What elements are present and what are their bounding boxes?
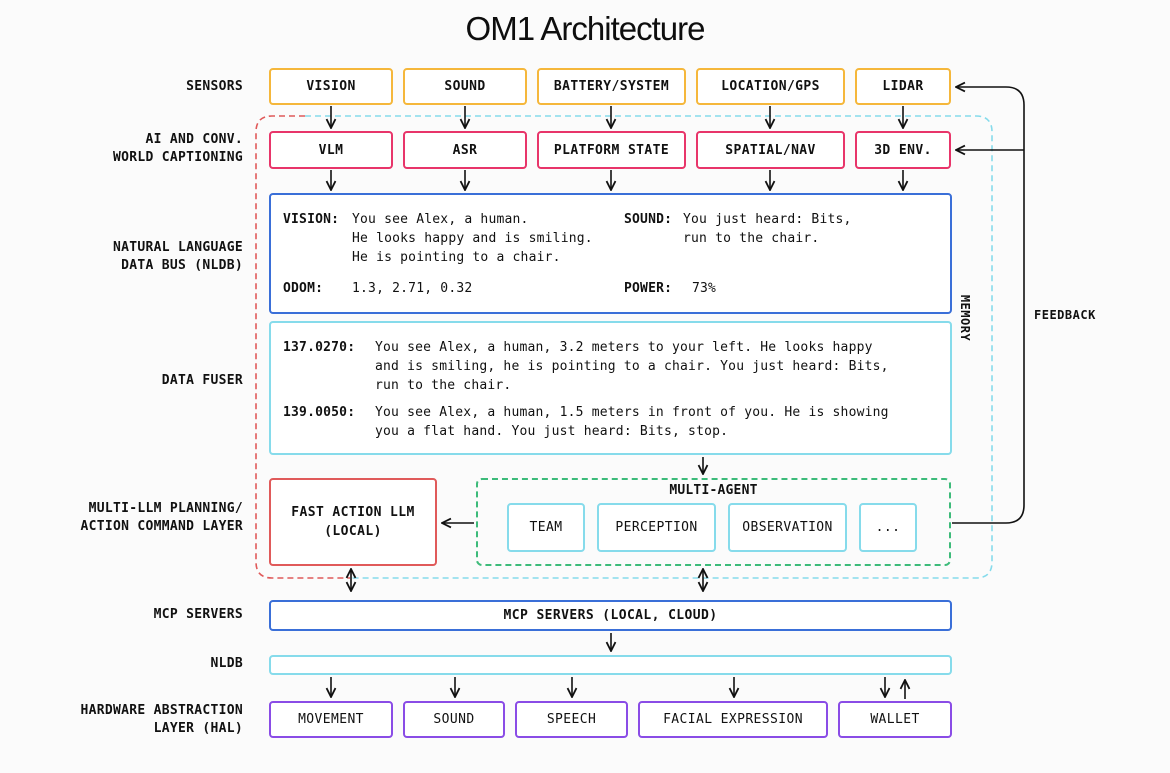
nldb-vision-line-1: You see Alex, a human. bbox=[352, 212, 529, 227]
fuser-entry-1-line-3: run to the chair. bbox=[375, 378, 512, 393]
layer-label-sensors: SENSORS bbox=[186, 79, 243, 94]
layer-label-mcp: MCP SERVERS bbox=[153, 607, 243, 622]
nldb-power-key: POWER: bbox=[624, 281, 673, 296]
fuser-entry-1-time: 137.0270: bbox=[283, 340, 356, 355]
sensor-lidar: LIDAR bbox=[855, 68, 951, 105]
layer-label-nldb: NLDB bbox=[210, 656, 243, 671]
sensor-sound: SOUND bbox=[403, 68, 527, 105]
nldb-odom-value: 1.3, 2.71, 0.32 bbox=[352, 281, 473, 296]
feedback-loop bbox=[952, 87, 1025, 524]
nldb-vision-line-3: He is pointing to a chair. bbox=[352, 250, 561, 265]
caption-asr: ASR bbox=[403, 131, 527, 169]
caption-3d-env: 3D ENV. bbox=[855, 131, 951, 169]
sensor-location-gps: LOCATION/GPS bbox=[696, 68, 845, 105]
layer-label-planning: MULTI-LLM PLANNING/ ACTION COMMAND LAYER bbox=[80, 501, 243, 534]
layer-label-ai-captioning: AI AND CONV. WORLD CAPTIONING bbox=[112, 132, 243, 165]
caption-vlm: VLM bbox=[269, 131, 393, 169]
nldb-bus-box bbox=[269, 193, 952, 314]
hal-sound: SOUND bbox=[403, 701, 505, 738]
hal-facial-expression: FACIAL EXPRESSION bbox=[638, 701, 828, 738]
mcp-servers-box: MCP SERVERS (LOCAL, CLOUD) bbox=[269, 600, 952, 631]
memory-outline-cyan bbox=[305, 115, 993, 579]
nldb-sound-line-1: You just heard: Bits, bbox=[683, 212, 852, 227]
hal-wallet: WALLET bbox=[838, 701, 952, 738]
fuser-entry-2-line-2: you a flat hand. You just heard: Bits, s… bbox=[375, 424, 729, 439]
nldb-power-value: 73% bbox=[692, 281, 717, 296]
memory-outline-red bbox=[255, 115, 350, 579]
layer-label-hal: HARDWARE ABSTRACTION LAYER (HAL) bbox=[80, 703, 243, 736]
fuser-entry-1-line-2: and is smiling, he is pointing to a chai… bbox=[375, 359, 889, 374]
diagram-title: OM1 Architecture bbox=[465, 10, 706, 47]
agent-perception: PERCEPTION bbox=[597, 503, 716, 552]
sensor-battery-system: BATTERY/SYSTEM bbox=[537, 68, 686, 105]
fuser-entry-2-line-1: You see Alex, a human, 1.5 meters in fro… bbox=[375, 405, 889, 420]
nldb-bar bbox=[269, 655, 952, 675]
agent-more: ... bbox=[859, 503, 917, 552]
nldb-vision-line-2: He looks happy and is smiling. bbox=[352, 231, 593, 246]
fuser-entry-1-line-1: You see Alex, a human, 3.2 meters to you… bbox=[375, 340, 873, 355]
feedback-label: FEEDBACK bbox=[1034, 308, 1096, 322]
data-fuser-box bbox=[269, 321, 952, 455]
nldb-vision-key: VISION: bbox=[283, 212, 340, 227]
fuser-entry-2-time: 139.0050: bbox=[283, 405, 356, 420]
nldb-sound-line-2: run to the chair. bbox=[683, 231, 820, 246]
nldb-odom-key: ODOM: bbox=[283, 281, 324, 296]
multi-agent-title: MULTI-AGENT bbox=[669, 483, 758, 498]
fast-action-llm-box: FAST ACTION LLM (LOCAL) bbox=[269, 478, 437, 566]
hal-movement: MOVEMENT bbox=[269, 701, 393, 738]
caption-platform-state: PLATFORM STATE bbox=[537, 131, 686, 169]
nldb-sound-key: SOUND: bbox=[624, 212, 673, 227]
layer-label-nldb-bus: NATURAL LANGUAGE DATA BUS (NLDB) bbox=[112, 240, 243, 273]
layer-label-data-fuser: DATA FUSER bbox=[161, 373, 243, 388]
multi-agent-container bbox=[476, 478, 951, 566]
caption-spatial-nav: SPATIAL/NAV bbox=[696, 131, 845, 169]
agent-team: TEAM bbox=[507, 503, 585, 552]
sensor-vision: VISION bbox=[269, 68, 393, 105]
agent-observation: OBSERVATION bbox=[728, 503, 847, 552]
hal-speech: SPEECH bbox=[515, 701, 628, 738]
